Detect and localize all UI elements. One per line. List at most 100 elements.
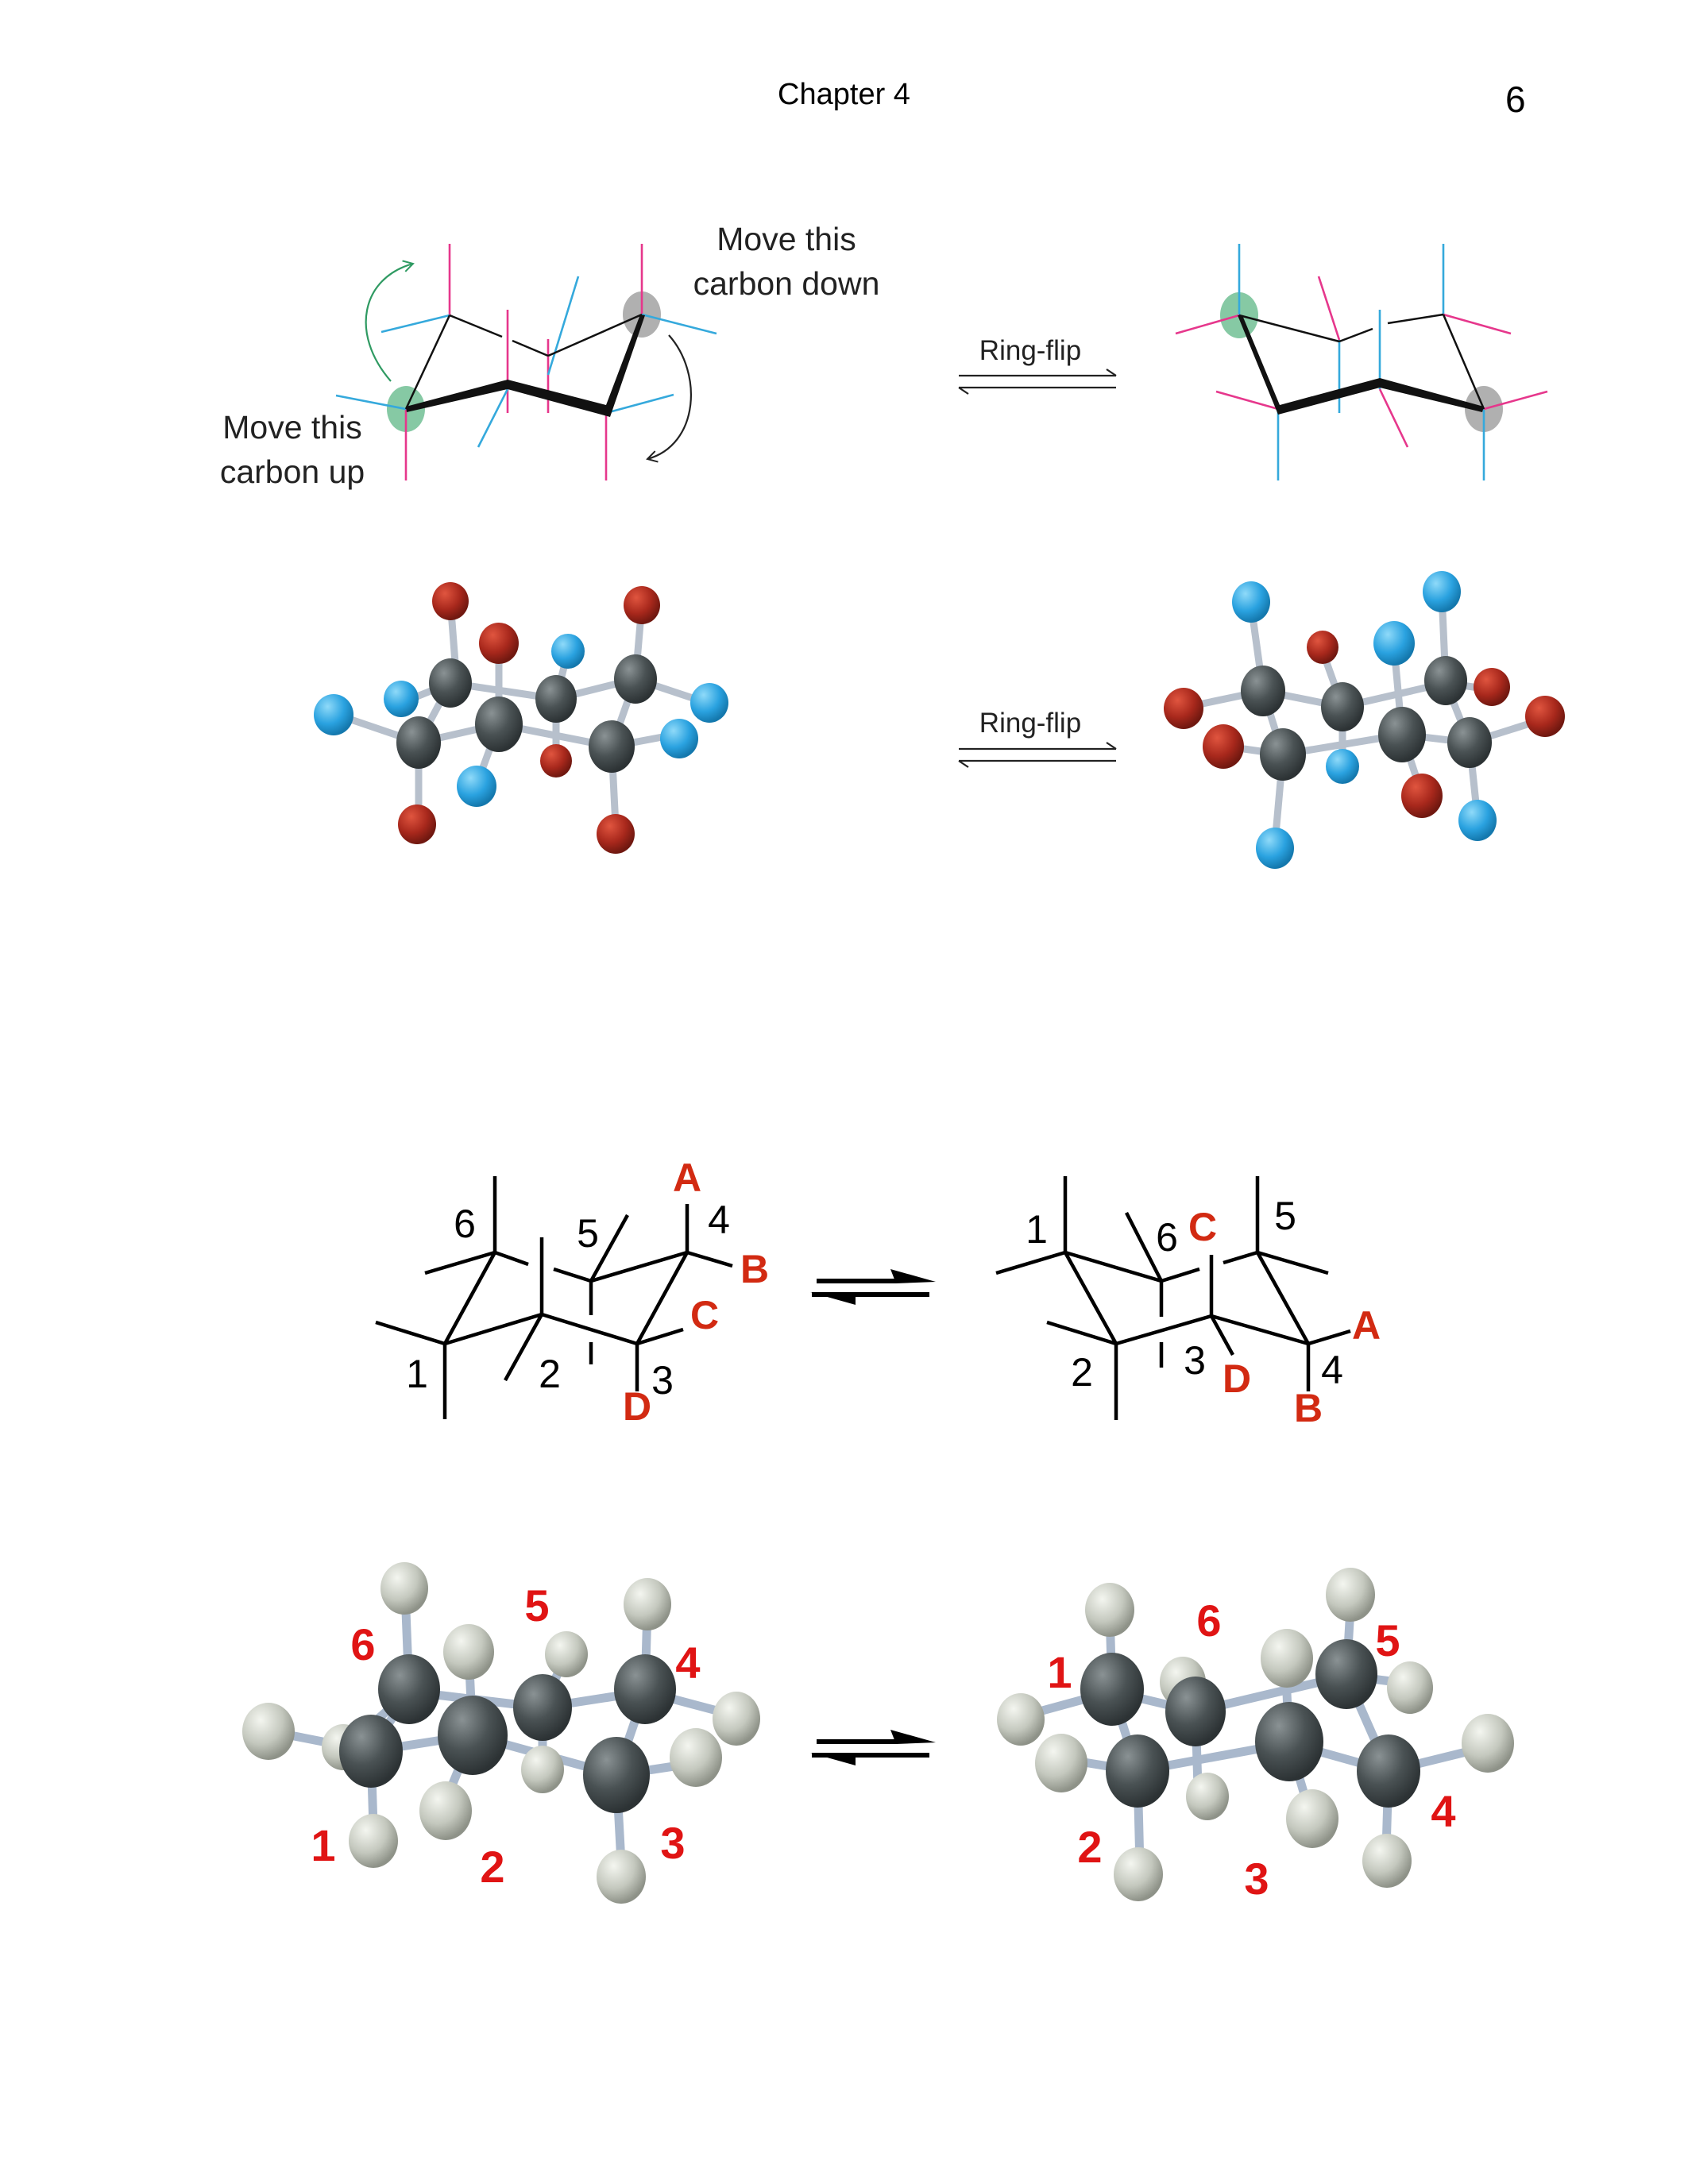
blue-atom — [457, 766, 496, 807]
carbon-label-1: 1 — [311, 1820, 335, 1870]
carbon-label-3: 3 — [1244, 1854, 1269, 1904]
carbon-atom — [1315, 1639, 1377, 1709]
axial-bonds — [404, 244, 643, 480]
carbon-label-1: 1 — [1047, 1647, 1072, 1697]
hydrogen-atom — [1186, 1773, 1229, 1820]
carbon-atom — [535, 675, 577, 723]
red-atom — [1307, 631, 1338, 664]
up-arrow-icon — [365, 260, 415, 382]
hydrogen-atom — [1387, 1661, 1433, 1714]
figure3-left-labels: 6 5 4 1 2 3 A B C D — [406, 1156, 769, 1429]
hydrogen-atom — [997, 1693, 1045, 1746]
red-atom — [597, 814, 635, 854]
atoms — [1164, 571, 1565, 869]
carbon-number-labels: 6 5 4 1 2 3 — [311, 1580, 700, 1892]
substituent-b: B — [1294, 1386, 1323, 1430]
hydrogen-atom — [242, 1703, 295, 1760]
ring-flip-label: Ring-flip — [979, 335, 1081, 366]
carbon-atom — [1378, 707, 1426, 762]
carbon-atom — [1165, 1677, 1226, 1746]
carbon-atom — [1080, 1653, 1144, 1726]
bonds — [1184, 589, 1549, 847]
carbon-atom — [1260, 728, 1306, 781]
carbon-atom — [1106, 1734, 1169, 1808]
carbon-label-4: 4 — [1321, 1348, 1343, 1392]
carbon-label-5: 5 — [524, 1580, 549, 1630]
carbon-atom — [589, 720, 635, 773]
substituent-d: D — [1223, 1356, 1251, 1401]
carbon-atom — [1255, 1702, 1323, 1781]
hydrogen-atom — [521, 1746, 564, 1793]
figure4-right-model: 1 6 5 2 3 4 — [997, 1568, 1514, 1904]
chapter-title: Chapter 4 — [778, 78, 910, 111]
down-arrow-icon — [646, 334, 692, 463]
red-atom — [1401, 774, 1443, 818]
hydrogen-atom — [1035, 1734, 1087, 1792]
atoms — [314, 582, 728, 854]
carbon-label-5: 5 — [1375, 1615, 1400, 1665]
hydrogen-atom — [1261, 1629, 1313, 1688]
carbon-atom — [583, 1737, 650, 1813]
red-atom — [1474, 668, 1510, 706]
carbon-label-2: 2 — [1077, 1822, 1102, 1872]
blue-atom — [384, 681, 419, 717]
hydrogen-atom — [545, 1631, 588, 1677]
carbon-atom — [339, 1715, 403, 1788]
carbon-atom — [378, 1654, 440, 1724]
ring-bonds — [404, 313, 645, 417]
blue-atom — [690, 683, 728, 723]
carbon-label-1: 1 — [1026, 1207, 1048, 1252]
red-atom — [479, 623, 519, 664]
blue-atom — [551, 634, 585, 669]
hydrogen-atom — [349, 1814, 398, 1868]
figure3-right-labels: 1 6 5 2 3 4 C D A B — [1026, 1194, 1381, 1430]
substituent-c: C — [1188, 1205, 1217, 1249]
carbon-atom — [475, 696, 523, 752]
red-atom — [1525, 696, 1565, 737]
carbon-atom — [429, 658, 472, 708]
hydrogen-atom — [1085, 1583, 1134, 1637]
substituent-b: B — [740, 1247, 769, 1291]
carbon-label-3: 3 — [660, 1818, 685, 1868]
red-atom — [540, 744, 572, 778]
ring-bonds — [1238, 313, 1485, 415]
carbon-label-6: 6 — [454, 1202, 476, 1246]
axial-bonds — [1238, 244, 1485, 480]
carbon-label-1: 1 — [406, 1352, 428, 1396]
carbon-label-5: 5 — [1274, 1194, 1296, 1238]
move-up-label-line2: carbon up — [220, 453, 365, 490]
carbon-label-4: 4 — [675, 1638, 700, 1688]
blue-atom — [1326, 749, 1359, 784]
hydrogen-atom — [1462, 1714, 1514, 1773]
hydrogen-atom — [713, 1692, 760, 1746]
hydrogen-atom — [380, 1562, 428, 1615]
carbon-label-5: 5 — [577, 1211, 599, 1256]
carbon-atom — [1447, 717, 1492, 768]
hydrogen-atom — [419, 1781, 472, 1840]
blue-atom — [1373, 621, 1415, 666]
blue-atom — [1256, 828, 1294, 869]
substituent-a: A — [673, 1156, 701, 1200]
hydrogen-atom — [443, 1624, 494, 1680]
blue-atom — [1423, 571, 1461, 612]
carbon-atom — [438, 1696, 508, 1775]
substituent-c: C — [690, 1293, 719, 1337]
ring-flip-equilibrium-1: Ring-flip — [958, 335, 1117, 395]
move-down-label-line2: carbon down — [693, 265, 880, 302]
move-down-label-line1: Move this — [717, 221, 856, 257]
carbon-atom — [513, 1674, 572, 1741]
carbon-label-6: 6 — [350, 1619, 375, 1669]
carbon-label-4: 4 — [708, 1198, 730, 1242]
substituent-d: D — [623, 1384, 651, 1429]
red-atom — [624, 586, 660, 624]
carbon-number-labels: 1 6 5 2 3 4 — [1047, 1596, 1455, 1904]
carbon-label-2: 2 — [480, 1842, 504, 1892]
figure3-right-chair — [995, 1176, 1351, 1420]
carbon-atom — [1241, 666, 1285, 716]
ring-flip-label: Ring-flip — [979, 708, 1081, 739]
blue-atom — [1458, 800, 1497, 841]
red-atom — [398, 805, 436, 844]
carbon-atom — [396, 716, 441, 769]
atoms — [242, 1562, 760, 1904]
